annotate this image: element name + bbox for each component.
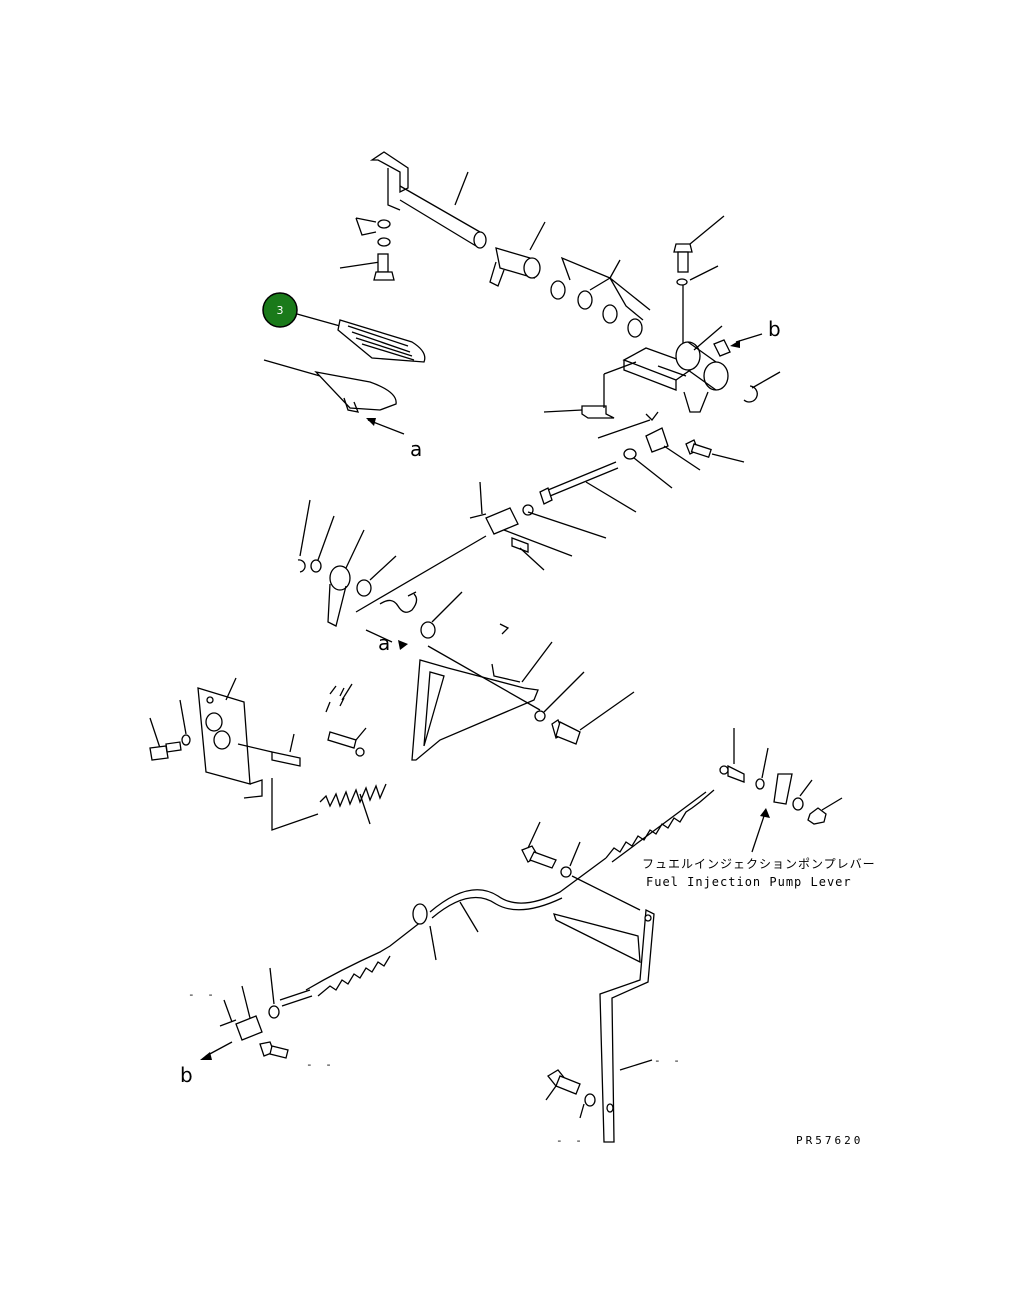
cable-bracket	[545, 908, 655, 1143]
stopper-bracket	[149, 677, 319, 831]
clevis-block-mid	[469, 481, 607, 571]
link-lever-set	[297, 499, 487, 627]
spring-clip-bushing: a	[365, 591, 463, 655]
caption-en: Fuel Injection Pump Lever	[646, 875, 852, 889]
ref-label-b-top: b	[768, 317, 781, 341]
ref-label-b-bottom: b	[180, 1063, 193, 1087]
callout-number: 3	[277, 304, 284, 317]
ref-label-a-top: a	[410, 437, 422, 461]
callout-badge[interactable]	[262, 292, 298, 328]
quadrant-lever	[411, 623, 635, 761]
drawing-code: PR57620	[796, 1134, 863, 1147]
cable-clamp-bolt	[521, 821, 641, 911]
pedal-pad	[337, 319, 426, 363]
blank-mark-4: - -	[556, 1134, 585, 1147]
part-callout-3[interactable]: 3	[262, 292, 341, 328]
bushing-row	[550, 256, 651, 338]
bolt-top-right	[673, 215, 725, 355]
blank-mark-2: - -	[306, 1058, 335, 1071]
caption-jp: フュエルインジェクションポンプレバー	[642, 857, 876, 871]
rod-end-block	[623, 427, 745, 489]
ref-label-a-mid: a	[378, 631, 390, 655]
bolt-washer-set-top	[339, 217, 395, 281]
cable-end-fittings	[719, 728, 843, 853]
threaded-rod	[539, 461, 637, 513]
blank-mark-1: - -	[188, 988, 217, 1001]
small-bracket	[543, 361, 659, 439]
blank-mark-3: - -	[654, 1054, 683, 1067]
pedal-plate: a	[263, 359, 422, 461]
cable-end-left: b	[180, 967, 289, 1087]
control-cable	[279, 789, 715, 1007]
return-spring	[319, 683, 387, 825]
pedal-lever-assembly: b	[622, 317, 781, 413]
pedal-bushing	[489, 221, 546, 287]
pedal-support-shaft	[369, 151, 487, 249]
